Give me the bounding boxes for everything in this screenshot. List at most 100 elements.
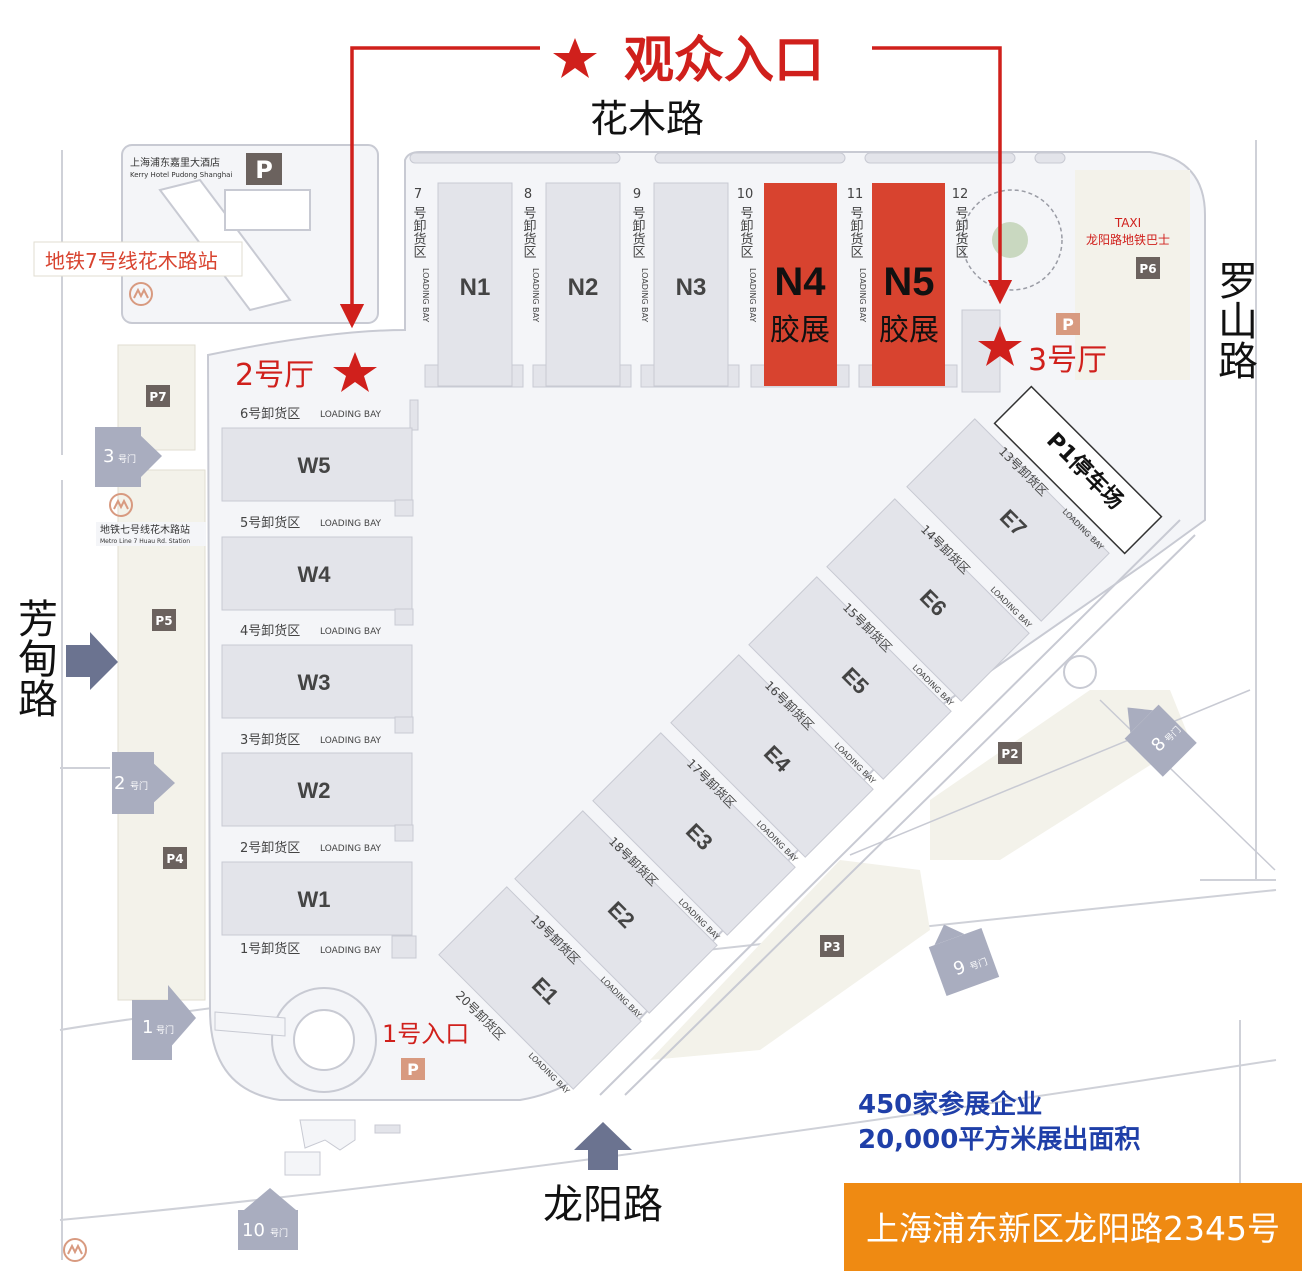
- star-icon: [553, 38, 597, 78]
- hall-e2: [514, 810, 718, 1014]
- metro-icon: [63, 1238, 87, 1262]
- gate-1-suffix: 号门: [156, 1024, 174, 1036]
- hall-w2-label: W2: [298, 778, 331, 803]
- hall-e1: [438, 886, 642, 1090]
- road-east-label: 罗山路: [1211, 260, 1257, 380]
- gate-3-num: 3: [103, 446, 114, 467]
- bay-3-en: LOADING BAY: [320, 736, 382, 746]
- bay-2-en: LOADING BAY: [320, 844, 382, 854]
- taxi-subtitle: 龙阳路地铁巴士: [1086, 232, 1170, 247]
- gate-10-suffix: 号门: [270, 1227, 288, 1239]
- road-west-label: 芳甸路: [11, 598, 57, 718]
- bay-9-num: 9: [633, 187, 641, 202]
- gate-2: 2 号门: [112, 752, 175, 814]
- hall-n1: [437, 182, 513, 387]
- bay-11-num: 11: [847, 187, 864, 202]
- site-boundary: [206, 151, 1206, 1101]
- diagonal-road: [599, 519, 1196, 1096]
- fountain: [961, 189, 1063, 291]
- bay-1-en: LOADING BAY: [320, 946, 382, 956]
- north-halls: [424, 182, 1001, 393]
- hall-n1-label: N1: [460, 274, 491, 301]
- hotel-name-en: Kerry Hotel Pudong Shanghai: [130, 171, 232, 179]
- bay-1-label: 1号卸货区: [240, 941, 300, 957]
- parking-icon-hall3: P: [1062, 315, 1074, 334]
- metro-label-box: [33, 241, 243, 277]
- bay-7-num: 7: [414, 187, 422, 202]
- hall-n4: [764, 183, 837, 386]
- p3-marker: P3: [823, 940, 840, 954]
- bay-6-en: LOADING BAY: [320, 410, 382, 420]
- hall-n2: [545, 182, 621, 387]
- gate-10: 10 号门: [238, 1188, 298, 1250]
- p7-marker: P6: [1139, 262, 1156, 276]
- hall-w5-label: W5: [298, 453, 331, 478]
- bay-10-text: 号卸货区: [738, 206, 754, 258]
- gate-8: 8 号门: [1124, 704, 1197, 777]
- bay-8-en: LOADING BAY: [531, 268, 540, 322]
- hall-n5-subtitle: 胶展: [879, 313, 939, 348]
- north-road-strips: [409, 152, 1066, 164]
- road-north-label: 花木路: [590, 97, 704, 141]
- hall2-entrance-label: 2号厅: [235, 358, 314, 393]
- p6-marker: P7: [149, 390, 166, 404]
- bay-7-text: 号卸货区: [411, 206, 427, 258]
- east-halls: [438, 418, 1110, 1090]
- metro-icon: [129, 282, 153, 306]
- north-bay-labels: 7 号卸货区 LOADING BAY 8 号卸货区 LOADING BAY 9 …: [411, 187, 969, 322]
- south-strip: [650, 860, 930, 1060]
- hotel-block: P: [121, 144, 379, 324]
- hall-w1-label: W1: [298, 887, 331, 912]
- gate-1-num: 1: [142, 1017, 153, 1038]
- gate-2-suffix: 号门: [130, 780, 148, 792]
- bay-12-num: 12: [952, 187, 969, 202]
- bay-2-label: 2号卸货区: [240, 840, 300, 856]
- hall-w4: [221, 536, 413, 611]
- address-text: 上海浦东新区龙阳路2345号: [866, 1209, 1280, 1248]
- bay-6-label: 6号卸货区: [240, 406, 300, 422]
- hall-e4: [670, 654, 874, 858]
- hall-n4-subtitle: 胶展: [770, 313, 830, 348]
- hall-e7: [906, 418, 1110, 622]
- gate-2-num: 2: [114, 773, 125, 794]
- west-road-arrow-icon: [66, 632, 118, 690]
- bay-9-text: 号卸货区: [630, 206, 646, 258]
- hall-w5: [221, 427, 413, 502]
- bay-10-num: 10: [737, 187, 754, 202]
- hall-n5-label: N5: [883, 260, 934, 304]
- hotel-name-cn: 上海浦东嘉里大酒店: [130, 156, 220, 169]
- gate-3-suffix: 号门: [118, 453, 136, 465]
- hall-e5: [748, 576, 952, 780]
- gate-10-num: 10: [242, 1220, 265, 1241]
- metro-station-small-cn: 地铁七号线花木路站: [100, 523, 190, 536]
- p2-marker: P2: [1001, 747, 1018, 761]
- parking-markers: P7 P5 P4 P2 P3 P6 P P: [146, 257, 1160, 1080]
- bay-11-text: 号卸货区: [848, 206, 864, 258]
- star-icon: [978, 326, 1022, 366]
- hall-w4-label: W4: [298, 562, 332, 587]
- bay-8-text: 号卸货区: [521, 206, 537, 258]
- stats-exhibitors: 450家参展企业: [858, 1089, 1042, 1120]
- hall-w3: [221, 644, 413, 719]
- roundabout-southwest: [271, 987, 377, 1093]
- taxi-area: [1075, 170, 1190, 380]
- bay-10-en: LOADING BAY: [748, 268, 757, 322]
- hall-n5: [872, 183, 945, 386]
- star-icon: [333, 352, 377, 392]
- road-south-label: 龙阳路: [543, 1182, 663, 1228]
- west-halls: [221, 399, 419, 959]
- hall-e6: [826, 498, 1030, 702]
- metro-station-small-en: Metro Line 7 Huau Rd. Station: [100, 538, 190, 545]
- parking-icon-letter: P: [255, 156, 273, 184]
- metro-station-label: 地铁7号线花木路站: [45, 249, 218, 273]
- hall-w2: [221, 752, 413, 827]
- taxi-label: TAXI: [1114, 216, 1141, 230]
- gate-1: 1 号门: [132, 985, 196, 1060]
- p5-marker: P5: [155, 614, 172, 628]
- bay-3-label: 3号卸货区: [240, 732, 300, 748]
- gate-3: 3 号门: [95, 427, 162, 487]
- hall-w1: [221, 861, 413, 936]
- bay-5-label: 5号卸货区: [240, 515, 300, 531]
- bay-12-text: 号卸货区: [953, 206, 969, 258]
- hall-w3-label: W3: [298, 670, 331, 695]
